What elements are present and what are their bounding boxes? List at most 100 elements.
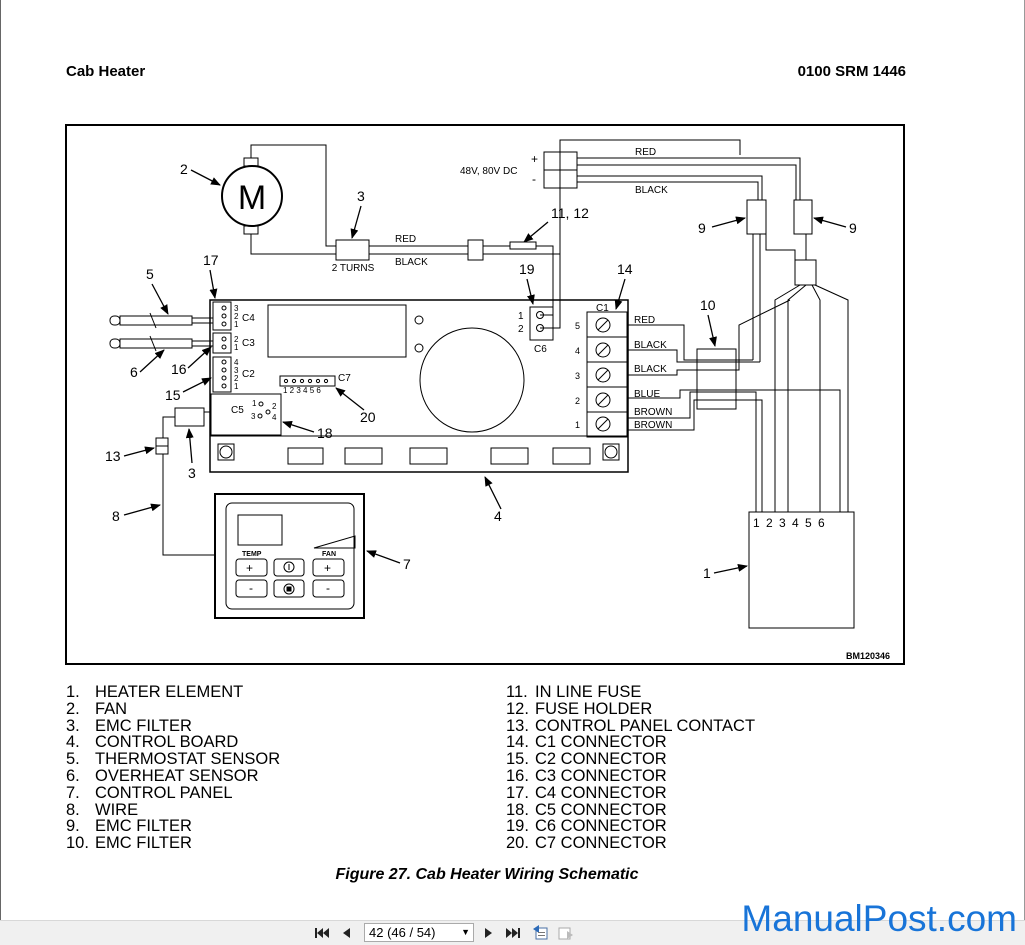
c5-connector xyxy=(210,393,282,436)
emc-filter-top xyxy=(335,239,370,261)
svg-text:C3: C3 xyxy=(242,338,255,349)
emc-joint xyxy=(467,239,484,261)
legend-item: 3.EMC FILTER xyxy=(66,716,192,735)
page-number-value: 42 (46 / 54) xyxy=(369,925,436,940)
legend-item: 7.CONTROL PANEL xyxy=(66,783,233,802)
svg-text:4: 4 xyxy=(272,413,277,422)
svg-text:1: 1 xyxy=(234,343,239,352)
svg-text:BLACK: BLACK xyxy=(635,185,668,196)
c2-connector xyxy=(212,356,232,393)
svg-text:4: 4 xyxy=(494,508,502,524)
control-panel: TEMP FAN + + - - xyxy=(214,493,365,619)
c1-connector xyxy=(586,311,628,438)
svg-text:BLUE: BLUE xyxy=(634,389,660,400)
svg-text:2: 2 xyxy=(180,161,188,177)
c4-connector xyxy=(212,301,232,331)
svg-text:3: 3 xyxy=(251,412,256,421)
svg-text:16: 16 xyxy=(171,361,187,377)
svg-text:6: 6 xyxy=(130,364,138,380)
schematic-frame xyxy=(65,124,905,665)
svg-text:8: 8 xyxy=(112,508,120,524)
emc-filter-9-right xyxy=(793,199,813,235)
svg-text:5: 5 xyxy=(146,266,154,282)
first-page-icon[interactable] xyxy=(314,925,330,941)
legend-item: 16.C3 CONNECTOR xyxy=(506,766,667,785)
svg-text:C1: C1 xyxy=(596,303,609,314)
board-display xyxy=(267,304,407,358)
svg-text:BROWN: BROWN xyxy=(634,407,672,418)
legend-item: 6.OVERHEAT SENSOR xyxy=(66,766,259,785)
c7-connector xyxy=(279,375,336,387)
legend-item: 14.C1 CONNECTOR xyxy=(506,733,667,752)
svg-text:RED: RED xyxy=(634,315,655,326)
svg-text:1: 1 xyxy=(703,565,711,581)
section-title: Cab Heater xyxy=(66,63,146,80)
svg-text:BLACK: BLACK xyxy=(634,364,667,375)
svg-text:15: 15 xyxy=(165,387,181,403)
svg-text:BM120346: BM120346 xyxy=(846,651,890,661)
svg-text:1: 1 xyxy=(575,420,580,430)
svg-text:M: M xyxy=(238,179,266,217)
svg-text:1: 1 xyxy=(234,320,239,329)
svg-text:2 TURNS: 2 TURNS xyxy=(332,263,375,274)
c6-connector xyxy=(529,306,554,341)
svg-text:RED: RED xyxy=(395,234,416,245)
svg-text:C7: C7 xyxy=(338,373,351,384)
legend-item: 13.CONTROL PANEL CONTACT xyxy=(506,716,756,735)
legend-item: 4.CONTROL BOARD xyxy=(66,733,239,752)
figure-caption: Figure 27. Cab Heater Wiring Schematic xyxy=(335,866,639,883)
svg-text:-: - xyxy=(326,581,330,595)
emc-filter-9-left xyxy=(746,199,767,235)
legend-item: 11.IN LINE FUSE xyxy=(506,683,642,701)
legend-item: 19.C6 CONNECTOR xyxy=(506,817,667,836)
svg-text:2: 2 xyxy=(575,396,580,406)
svg-text:48V, 80V DC: 48V, 80V DC xyxy=(460,166,517,177)
next-page-icon[interactable] xyxy=(481,925,497,941)
svg-text:17: 17 xyxy=(203,252,219,268)
legend-item: 10.EMC FILTER xyxy=(66,834,192,853)
svg-text:18: 18 xyxy=(317,425,333,441)
svg-text:11, 12: 11, 12 xyxy=(551,205,589,221)
chevron-down-icon: ▼ xyxy=(461,927,470,937)
svg-text:3: 3 xyxy=(234,304,239,313)
svg-text:+: + xyxy=(246,561,253,575)
control-board-outline xyxy=(209,299,629,473)
previous-view-icon[interactable] xyxy=(533,925,549,941)
legend-item: 15.C2 CONNECTOR xyxy=(506,750,667,769)
svg-text:BROWN: BROWN xyxy=(634,420,672,431)
svg-text:2: 2 xyxy=(518,324,524,335)
legend-item: 20.C7 CONNECTOR xyxy=(506,834,667,853)
next-view-icon[interactable] xyxy=(557,925,573,941)
document-id: 0100 SRM 1446 xyxy=(797,63,906,80)
svg-text:-: - xyxy=(249,581,253,595)
page-number-select[interactable]: 42 (46 / 54) ▼ xyxy=(364,923,474,942)
legend-left: 1.HEATER ELEMENT 2.FAN 3.EMC FILTER 4.CO… xyxy=(66,684,280,852)
svg-text:3: 3 xyxy=(188,465,196,481)
thermostat-sensor xyxy=(109,312,213,329)
svg-text:C6: C6 xyxy=(534,344,547,355)
legend-item: 2.FAN xyxy=(66,699,128,718)
last-page-icon[interactable] xyxy=(505,925,521,941)
svg-text:+: + xyxy=(531,152,538,166)
emc-filter-bottom xyxy=(174,407,205,427)
svg-text:3: 3 xyxy=(234,366,239,375)
svg-text:C5: C5 xyxy=(231,405,244,416)
svg-text:2: 2 xyxy=(234,335,239,344)
svg-text:4: 4 xyxy=(575,346,580,356)
inline-fuse xyxy=(509,241,537,250)
pdf-toolbar: 42 (46 / 54) ▼ xyxy=(0,920,1025,945)
heater-element xyxy=(748,511,855,629)
junction-block xyxy=(794,259,817,286)
prev-page-icon[interactable] xyxy=(338,925,354,941)
legend-item: 8.WIRE xyxy=(66,800,139,819)
svg-text:1: 1 xyxy=(518,311,524,322)
svg-text:9: 9 xyxy=(698,220,706,236)
svg-text:BLACK: BLACK xyxy=(395,257,428,268)
c3-connector xyxy=(212,332,232,354)
svg-text:13: 13 xyxy=(105,448,121,464)
svg-text:C4: C4 xyxy=(242,313,255,324)
svg-text:2: 2 xyxy=(234,312,239,321)
svg-text:10: 10 xyxy=(700,297,716,313)
svg-text:3: 3 xyxy=(357,188,365,204)
svg-text:19: 19 xyxy=(519,261,535,277)
